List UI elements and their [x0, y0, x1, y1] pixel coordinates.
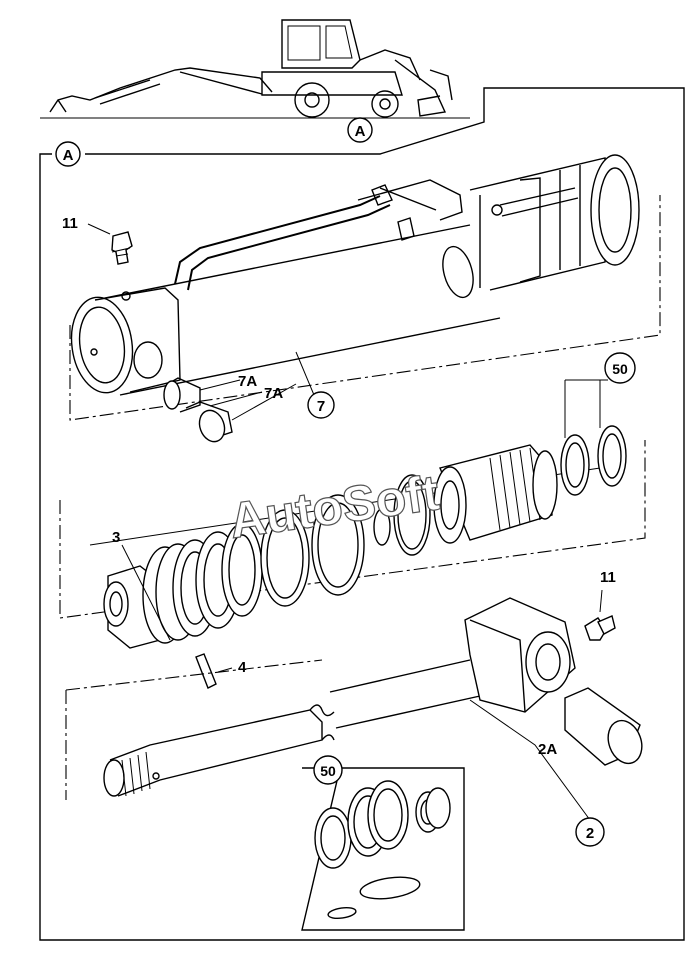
label-piston: 3: [112, 529, 120, 546]
callout-barrel: 7: [307, 391, 335, 419]
label-bush-a: 7A: [238, 373, 257, 390]
cylinder-barrel: [69, 154, 661, 421]
label-seal-kit-top: 50: [612, 361, 628, 377]
callout-seal-kit-top: 50: [604, 352, 636, 384]
view-marker-a-frame: A: [55, 141, 81, 167]
main-frame: [39, 87, 685, 941]
view-marker-text-top: A: [355, 123, 366, 140]
piston-assembly: [59, 379, 646, 649]
label-rod: 2: [586, 825, 594, 842]
callout-rod: 2: [575, 817, 605, 847]
bush-7a: [163, 377, 297, 443]
grease-nipple-right: [584, 589, 616, 641]
label-rod-bush: 2A: [538, 741, 557, 758]
roll-pin-4: [195, 653, 233, 689]
backhoe-loader-thumbnail: [40, 19, 470, 119]
label-fitting-top: 11: [62, 215, 78, 232]
view-marker-a-top: A: [347, 117, 373, 143]
label-seal-kit-box: 50: [320, 763, 336, 779]
view-marker-text-frame: A: [63, 147, 74, 164]
label-bush-b: 7A: [264, 385, 283, 402]
label-fitting-right: 11: [600, 569, 616, 586]
seal-kit-box: [301, 767, 465, 931]
label-barrel: 7: [317, 398, 325, 415]
callout-seal-kit-box: 50: [313, 755, 343, 785]
piston-rod: [65, 597, 643, 821]
label-pin: 4: [238, 659, 247, 676]
grease-nipple-top: [87, 223, 133, 265]
